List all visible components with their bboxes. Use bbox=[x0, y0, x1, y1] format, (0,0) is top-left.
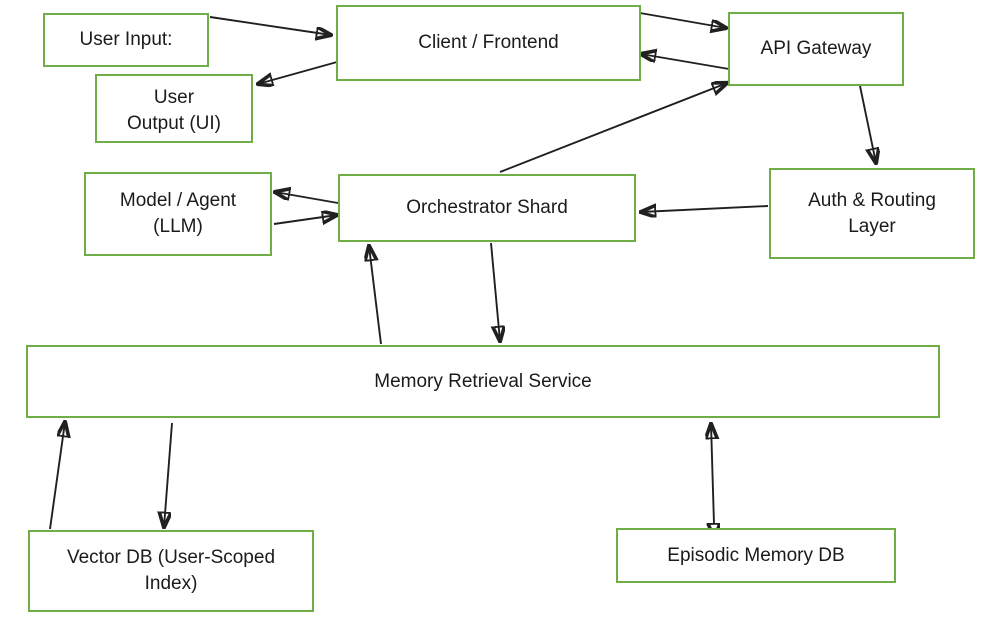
node-orchestrator-shard[interactable]: Orchestrator Shard bbox=[338, 174, 636, 242]
edge-api-gateway-to-client bbox=[641, 54, 730, 70]
edge-orchestrator-to-memory-service bbox=[491, 242, 500, 341]
node-episodic-memory-db[interactable]: Episodic Memory DB bbox=[616, 528, 896, 583]
edge-orchestrator-to-api-gateway bbox=[499, 83, 727, 173]
node-orchestrator-shard-label: Orchestrator Shard bbox=[406, 197, 568, 219]
node-model-agent-label: Model / Agent(LLM) bbox=[119, 190, 237, 237]
edge-auth-routing-to-orchestrator bbox=[641, 206, 769, 212]
edge-client-to-api-gateway bbox=[639, 12, 726, 28]
edge-orchestrator-to-model bbox=[275, 192, 339, 204]
edge-api-gateway-to-auth-routing bbox=[859, 85, 876, 163]
node-model-agent[interactable]: Model / Agent(LLM) bbox=[84, 172, 272, 256]
node-api-gateway-label: API Gateway bbox=[760, 38, 872, 60]
node-client-frontend[interactable]: Client / Frontend bbox=[336, 5, 641, 81]
node-api-gateway[interactable]: API Gateway bbox=[728, 12, 904, 86]
node-user-input-label: User Input: bbox=[79, 29, 173, 51]
edge-vector-db-to-memory-service bbox=[49, 422, 65, 530]
edge-user-input-to-client bbox=[209, 16, 331, 35]
node-episodic-memory-db-label: Episodic Memory DB bbox=[667, 544, 845, 566]
edge-model-to-orchestrator bbox=[273, 215, 337, 224]
node-memory-retrieval-service[interactable]: Memory Retrieval Service bbox=[26, 345, 940, 418]
node-user-input[interactable]: User Input: bbox=[43, 13, 209, 67]
edge-memory-service-episodic-db bbox=[711, 424, 714, 524]
node-client-frontend-label: Client / Frontend bbox=[418, 32, 559, 54]
edge-memory-service-to-orchestrator bbox=[369, 246, 382, 345]
node-memory-retrieval-service-label: Memory Retrieval Service bbox=[374, 370, 592, 392]
edge-memory-service-to-vector-db bbox=[164, 422, 173, 527]
edge-client-to-user-output bbox=[258, 61, 338, 84]
